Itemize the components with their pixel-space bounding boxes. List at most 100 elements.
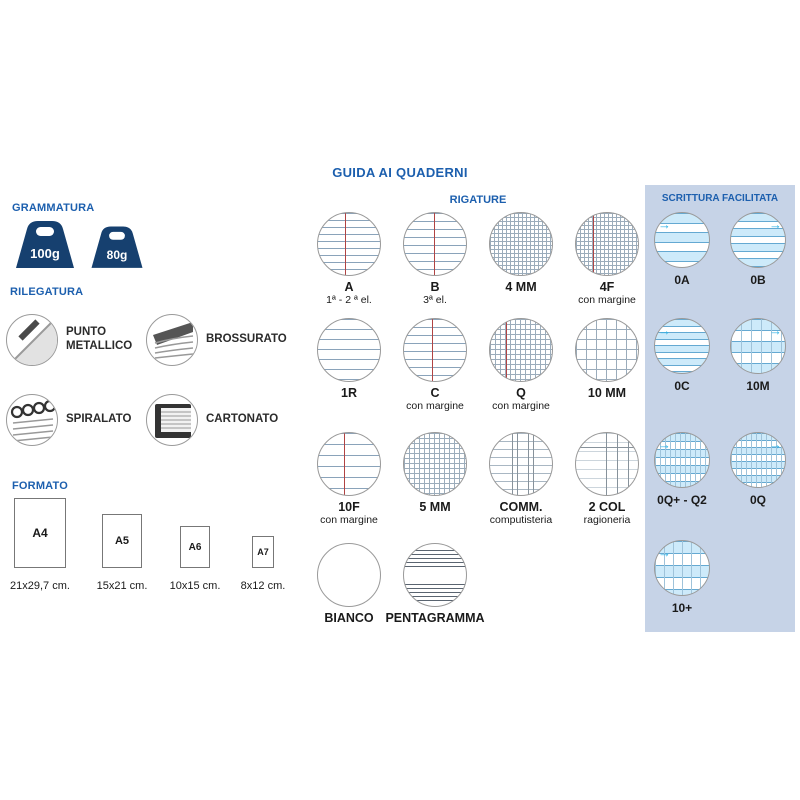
ruling-label: COMM. (499, 500, 543, 514)
binding-brossurato: BROSSURATO (146, 314, 287, 366)
staple-binding-icon (8, 316, 57, 365)
ruling-5mm: 5 MM (392, 432, 478, 526)
weight-80g: 80g (88, 222, 146, 268)
arrow-right-icon (769, 218, 782, 231)
sf-0c: 0C (646, 318, 718, 393)
ruling-1r: 1R (306, 318, 392, 412)
sf-0b-icon (730, 212, 786, 268)
grammatura-heading: GRAMMATURA (12, 202, 95, 214)
sf-label: 10M (746, 379, 770, 393)
scrittura-heading: SCRITTURA FACILITATA (661, 193, 779, 204)
page-title: GUIDA AI QUADERNI (332, 165, 468, 180)
paperback-binding-icon (153, 322, 194, 359)
sf-0a: 0A (646, 212, 718, 287)
arrow-right-icon (769, 324, 782, 337)
spiral-binding-icon (10, 399, 57, 442)
hardcover-binding-icon (155, 404, 191, 438)
ruling-sublabel: ragioneria (583, 514, 631, 526)
weight-label: 80g (106, 248, 128, 262)
sf-10-plus-icon (654, 540, 710, 596)
sf-label: 0B (750, 273, 766, 287)
weight-label: 100g (30, 246, 60, 261)
sf-label: 0Q (749, 493, 766, 507)
sf-0q: 0Q (722, 432, 794, 507)
sf-10m: 10M (722, 318, 794, 393)
binding-label: SPIRALATO (66, 413, 132, 426)
ruling-bianco: BIANCO (306, 543, 392, 637)
arrow-right-icon (769, 438, 782, 451)
ruling-q-icon (489, 318, 553, 382)
sf-0a-icon (654, 212, 710, 268)
weight-icon (91, 226, 143, 268)
ruling-label: 4F (599, 280, 615, 294)
sf-label: 0C (674, 379, 690, 393)
sf-label: 0A (674, 273, 690, 287)
arrow-right-icon (658, 546, 671, 559)
rilegatura-heading: RILEGATURA (10, 286, 84, 298)
format-a7: A7 (252, 536, 274, 568)
ruling-b: B 3ª el. (392, 212, 478, 306)
rigature-row-1: A 1ª - 2 ª el. B 3ª el. 4 MM 4F con marg… (306, 212, 652, 306)
ruling-label: 5 MM (419, 500, 451, 514)
format-size: 21x29,7 cm. (10, 580, 70, 592)
sf-0q-plus-q2-icon (654, 432, 710, 488)
ruling-4mm: 4 MM (478, 212, 564, 306)
weight-icon (16, 221, 74, 268)
format-size: 10x15 cm. (169, 580, 221, 592)
ruling-sublabel: con margine (492, 400, 550, 412)
ruling-bianco-icon (317, 543, 381, 607)
ruling-pentagramma-icon (403, 543, 467, 607)
binding-circle (6, 314, 58, 366)
ruling-label: PENTAGRAMMA (385, 611, 485, 625)
ruling-2col: 2 COL ragioneria (564, 432, 650, 526)
formato-row: A4 A5 A6 A7 21x29,7 cm. 15x21 cm. 10x15 … (10, 496, 302, 600)
ruling-1r-icon (317, 318, 381, 382)
format-a6: A6 (180, 526, 210, 568)
ruling-label: 1R (341, 386, 357, 400)
sf-10-plus: 10+ (646, 540, 718, 615)
ruling-pentagramma: PENTAGRAMMA (385, 543, 485, 637)
ruling-2col-icon (575, 432, 639, 496)
ruling-b-icon (403, 212, 467, 276)
ruling-label: 10 MM (587, 386, 627, 400)
ruling-10mm: 10 MM (564, 318, 650, 412)
ruling-sublabel: con margine (406, 400, 464, 412)
rigature-row-4: BIANCO PENTAGRAMMA (306, 543, 652, 637)
ruling-c-icon (403, 318, 467, 382)
format-label: A5 (114, 535, 130, 547)
binding-circle (146, 394, 198, 446)
binding-circle (6, 394, 58, 446)
sf-0q-plus-q2: 0Q+ - Q2 (646, 432, 718, 507)
binding-label: PUNTO METALLICO (66, 326, 133, 352)
ruling-sublabel: computisteria (489, 514, 553, 526)
format-size: 15x21 cm. (96, 580, 148, 592)
ruling-4mm-icon (489, 212, 553, 276)
format-size: 8x12 cm. (240, 580, 286, 592)
format-a4: A4 (14, 498, 66, 568)
ruling-q: Q con margine (478, 318, 564, 412)
ruling-sublabel: con margine (320, 514, 378, 526)
ruling-label: 2 COL (588, 500, 626, 514)
ruling-4f-icon (575, 212, 639, 276)
ruling-a: A 1ª - 2 ª el. (306, 212, 392, 306)
ruling-label: A (344, 280, 354, 294)
format-label: A4 (32, 526, 48, 540)
rigature-row-2: 1R C con margine Q con margine 10 MM (306, 318, 652, 412)
ruling-10mm-icon (575, 318, 639, 382)
rigature-row-3: 10F con margine 5 MM COMM. computisteria… (306, 432, 652, 526)
ruling-10f: 10F con margine (306, 432, 392, 526)
ruling-label: C (430, 386, 440, 400)
ruling-label: 10F (338, 500, 360, 514)
ruling-label: 4 MM (505, 280, 537, 294)
sf-0c-icon (654, 318, 710, 374)
format-a5: A5 (102, 514, 142, 568)
sf-10m-icon (730, 318, 786, 374)
format-label: A7 (257, 547, 269, 557)
ruling-sublabel: 1ª - 2 ª el. (326, 294, 372, 306)
binding-punto-metallico: PUNTO METALLICO (6, 314, 152, 366)
sf-0q-icon (730, 432, 786, 488)
binding-label: BROSSURATO (206, 333, 287, 346)
sf-label: 0Q+ - Q2 (657, 493, 707, 507)
binding-label: CARTONATO (206, 413, 279, 426)
